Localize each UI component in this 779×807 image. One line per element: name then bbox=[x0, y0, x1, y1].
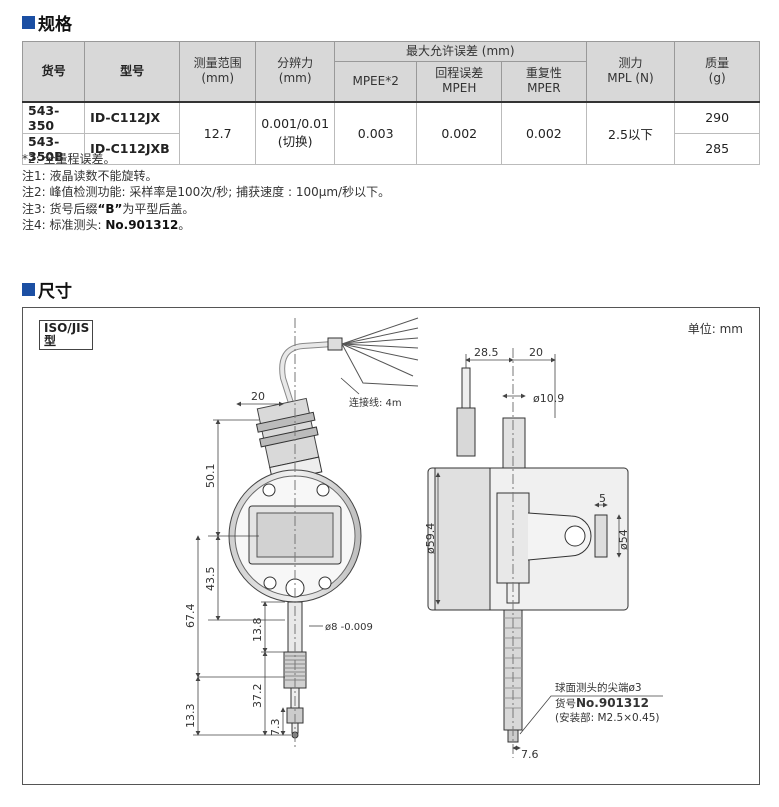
cell-mpe-e: 0.003 bbox=[333, 100, 418, 165]
dim-h43-5: 43.5 bbox=[204, 567, 217, 592]
dim-title-text: 尺寸 bbox=[38, 282, 72, 302]
dim-d59-4: ø59.4 bbox=[424, 523, 437, 554]
spec-table: 货号 型号 测量范围 (mm) 分辨力 (mm) 最大允许误差 (mm) 测力 … bbox=[21, 41, 760, 165]
dim-w7-6: 7.6 bbox=[521, 748, 539, 761]
header-repeat-sub: MPER bbox=[527, 81, 561, 96]
table-row: 543-350B ID-C112JXB 285 bbox=[21, 133, 760, 165]
front-dims bbox=[193, 377, 360, 736]
dim-section-title: 尺寸 bbox=[22, 277, 72, 302]
probe-note-line3: (安装部: M2.5×0.45) bbox=[555, 711, 660, 724]
note-text: 注4: 标准测头: bbox=[22, 218, 106, 232]
spec-section-title: 规格 bbox=[22, 10, 72, 35]
dim-stem: ø8 -0.009 bbox=[325, 622, 373, 633]
cell-force: 2.5以下 bbox=[585, 100, 676, 165]
drawing-svg: 20 50.1 43.5 67.4 13.8 ø8 -0.009 37.2 13… bbox=[184, 317, 663, 761]
table-row: 543-350 ID-C112JX 12.7 0.001/0.01 (切换) 0… bbox=[21, 100, 760, 165]
header-force-sub: MPL (N) bbox=[607, 71, 654, 86]
note-line: *2: 全量程误差。 bbox=[22, 151, 390, 168]
note-text: 。 bbox=[178, 218, 191, 232]
note-bold: “B” bbox=[97, 201, 123, 216]
cell-mass: 285 bbox=[674, 133, 760, 165]
dim-d10-9: ø10.9 bbox=[533, 392, 564, 405]
dim-w28-5: 28.5 bbox=[474, 346, 499, 359]
side-dims bbox=[435, 354, 663, 751]
dim-h7-3: 7.3 bbox=[269, 719, 282, 737]
header-mass-unit: (g) bbox=[708, 71, 726, 86]
header-mass: 质量 (g) bbox=[674, 41, 760, 102]
note-bold: No.901312 bbox=[105, 218, 179, 232]
cell-range: 12.7 bbox=[178, 100, 257, 165]
probe-note-line2: 货号No.901312 bbox=[555, 696, 649, 710]
side-dim-labels: 28.5 20 ø10.9 ø59.4 5 ø54 7.6 球面测头的尖端ø3 … bbox=[424, 346, 660, 761]
header-resolution: 分辨力 (mm) bbox=[255, 41, 335, 102]
header-hysteresis-sub: MPEH bbox=[442, 81, 477, 96]
section-marker-icon bbox=[22, 16, 35, 29]
cell-code: 543-350B bbox=[21, 133, 86, 165]
cell-model: ID-C112JXB bbox=[84, 133, 180, 165]
dim-h13-3: 13.3 bbox=[184, 704, 197, 729]
note-text: *2: 全量程误差。 bbox=[22, 152, 116, 166]
cell-model: ID-C112JX bbox=[84, 100, 180, 134]
header-hysteresis: 回程误差 MPEH bbox=[416, 61, 503, 102]
notes: *2: 全量程误差。 注1: 液晶读数不能旋转。 注2: 峰值检测功能: 采样率… bbox=[22, 151, 390, 234]
note-line: 注3: 货号后缀“B”为平型后盖。 bbox=[22, 201, 390, 218]
dim-h50-1: 50.1 bbox=[204, 464, 217, 489]
cell-resolution-a: 0.001/0.01 bbox=[261, 116, 330, 131]
cell-repeat: 0.002 bbox=[501, 100, 587, 165]
header-mpe-e: MPEE*2 bbox=[333, 61, 418, 102]
front-dim-labels: 20 50.1 43.5 67.4 13.8 ø8 -0.009 37.2 13… bbox=[184, 390, 402, 736]
probe-note-bold: No.901312 bbox=[576, 696, 649, 710]
dim-w5: 5 bbox=[599, 492, 606, 505]
header-repeat: 重复性 MPER bbox=[501, 61, 587, 102]
probe-note-line1: 球面测头的尖端ø3 bbox=[555, 681, 642, 694]
iso-jis-label: ISO/JIS 型 bbox=[39, 320, 93, 350]
header-range: 测量范围 (mm) bbox=[178, 41, 257, 102]
dim-d54: ø54 bbox=[617, 529, 630, 550]
section-marker-icon bbox=[22, 283, 35, 296]
probe-note-pre: 货号 bbox=[555, 697, 576, 710]
header-repeat-label: 重复性 bbox=[525, 66, 562, 81]
header-model: 型号 bbox=[84, 41, 180, 102]
dim-w20-front: 20 bbox=[251, 390, 265, 403]
cell-code: 543-350 bbox=[21, 100, 86, 134]
note-text: 注3: 货号后缀 bbox=[22, 201, 98, 216]
header-range-unit: (mm) bbox=[201, 71, 235, 86]
note-line: 注2: 峰值检测功能: 采样率是100次/秒; 捕获速度 : 100μm/秒以下… bbox=[22, 184, 390, 201]
dim-w20-side: 20 bbox=[529, 346, 543, 359]
header-force: 测力 MPL (N) bbox=[585, 41, 676, 102]
header-code: 货号 bbox=[21, 41, 86, 102]
note-line: 注4: 标准测头: No.901312。 bbox=[22, 217, 390, 234]
dimension-drawing: ISO/JIS 型 单位: mm bbox=[22, 307, 760, 785]
dim-h37-2: 37.2 bbox=[251, 684, 264, 709]
header-resolution-label: 分辨力 bbox=[277, 56, 314, 71]
note-text: 注2: 峰值检测功能: 采样率是100次/秒; 捕获速度 : 100μm/秒以下… bbox=[22, 185, 391, 199]
header-force-label: 测力 bbox=[618, 56, 643, 71]
header-hysteresis-label: 回程误差 bbox=[435, 66, 484, 81]
cell-mass: 290 bbox=[674, 100, 760, 134]
header-resolution-unit: (mm) bbox=[278, 71, 312, 86]
front-view bbox=[228, 317, 419, 748]
cell-resolution-b: (切换) bbox=[277, 134, 313, 149]
header-mass-label: 质量 bbox=[705, 56, 730, 71]
cell-resolution: 0.001/0.01 (切换) bbox=[255, 100, 335, 165]
spec-title-text: 规格 bbox=[38, 15, 72, 35]
side-view bbox=[427, 348, 629, 758]
header-range-label: 测量范围 bbox=[193, 56, 242, 71]
unit-label: 单位: mm bbox=[687, 322, 743, 336]
note-text: 注1: 液晶读数不能旋转。 bbox=[22, 168, 158, 183]
note-text: 为平型后盖。 bbox=[122, 201, 195, 216]
dim-h67-4: 67.4 bbox=[184, 604, 197, 629]
header-mpe-group: 最大允许误差 (mm) bbox=[333, 41, 587, 62]
cell-hysteresis: 0.002 bbox=[416, 100, 503, 165]
note-line: 注1: 液晶读数不能旋转。 bbox=[22, 168, 390, 185]
dim-h13-8: 13.8 bbox=[251, 618, 264, 643]
cable-label: 连接线: 4m bbox=[349, 396, 402, 409]
